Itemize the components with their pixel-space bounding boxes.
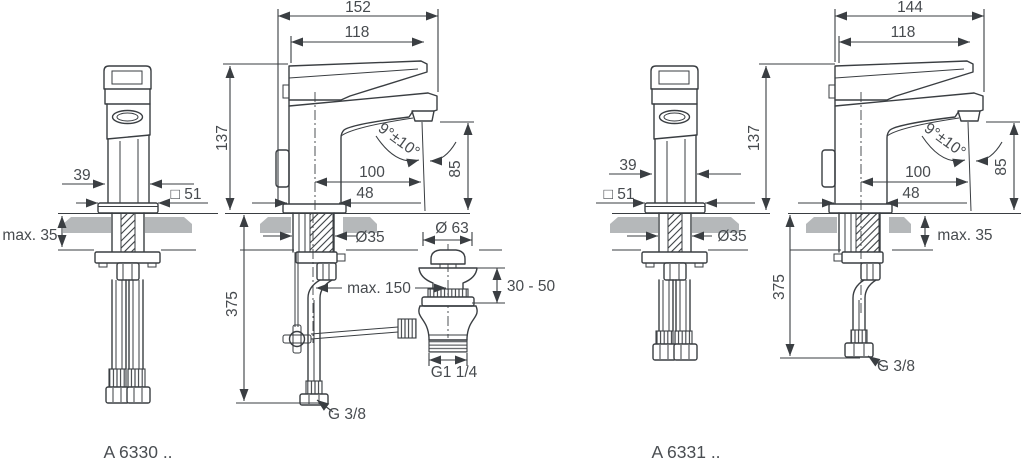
dim-label-spout-width: 118 bbox=[345, 24, 370, 41]
dim-label-reach: 100 bbox=[359, 164, 385, 181]
dim-label-deck-max: max. 35 bbox=[2, 227, 57, 244]
faucet-front-view bbox=[821, 60, 984, 358]
dim-label-total-width: 144 bbox=[897, 0, 923, 16]
waste-tailpiece bbox=[428, 339, 468, 353]
dim-label-spout-width: 118 bbox=[891, 24, 916, 41]
dim-label-waste-thread: G1 1/4 bbox=[431, 364, 478, 381]
waste-plug bbox=[430, 249, 466, 265]
mounting-hardware-front bbox=[833, 212, 884, 315]
dim-label-base-square: □ 51 bbox=[604, 186, 635, 203]
dim-label-rod-max: max. 150 bbox=[347, 280, 411, 297]
rod-clamp-knob bbox=[397, 318, 417, 339]
faucet-side-view bbox=[641, 65, 708, 361]
model-number-a6330: A 6330 .. bbox=[103, 442, 172, 462]
dim-label-deck-max: max. 35 bbox=[937, 227, 992, 244]
supply-hoses-side bbox=[105, 279, 151, 404]
dim-label-reach: 100 bbox=[905, 164, 931, 181]
faucet-front-view bbox=[275, 60, 438, 406]
dim-label-shank-dia: Ø35 bbox=[355, 229, 384, 246]
dim-label-hose-thread: G 3/8 bbox=[877, 358, 915, 375]
supply-hose-front bbox=[844, 279, 877, 358]
dimensions-a6330 bbox=[57, 9, 505, 413]
dim-label-hose-length: 375 bbox=[224, 291, 241, 317]
dim-label-hose-length: 375 bbox=[771, 274, 788, 300]
drawing-a6331: 144 118 137 39 □ 51 max. 35 9°±10° 85 10… bbox=[596, 0, 1021, 462]
dim-label-base-square: □ 51 bbox=[171, 186, 202, 203]
dim-label-hose-thread: G 3/8 bbox=[328, 406, 366, 423]
dim-label-base-width: 48 bbox=[356, 185, 373, 202]
dim-label-height: 137 bbox=[746, 125, 763, 151]
faucet-side-view bbox=[94, 65, 161, 404]
dim-label-shank-dia: Ø35 bbox=[717, 228, 746, 245]
dim-label-spout-height: 85 bbox=[993, 158, 1010, 175]
model-number-a6331: A 6331 .. bbox=[651, 442, 720, 462]
pop-up-waste-assembly bbox=[397, 244, 478, 353]
dim-label-total-width: 152 bbox=[345, 0, 371, 16]
dim-label-waste-range: 30 - 50 bbox=[507, 278, 556, 295]
dim-label-base-width: 48 bbox=[902, 185, 919, 202]
deck-section-right bbox=[610, 213, 1021, 251]
dim-label-body-depth: 39 bbox=[619, 157, 636, 174]
mounting-hardware-front bbox=[292, 212, 346, 343]
dim-label-body-depth: 39 bbox=[73, 167, 90, 184]
pop-up-rod bbox=[282, 252, 399, 354]
dimensions-a6331 bbox=[596, 9, 1020, 368]
dim-label-waste-dia: Ø 63 bbox=[435, 220, 469, 237]
dim-label-height: 137 bbox=[214, 125, 231, 151]
supply-hoses-side bbox=[652, 279, 698, 361]
dim-label-spout-height: 85 bbox=[447, 160, 464, 177]
